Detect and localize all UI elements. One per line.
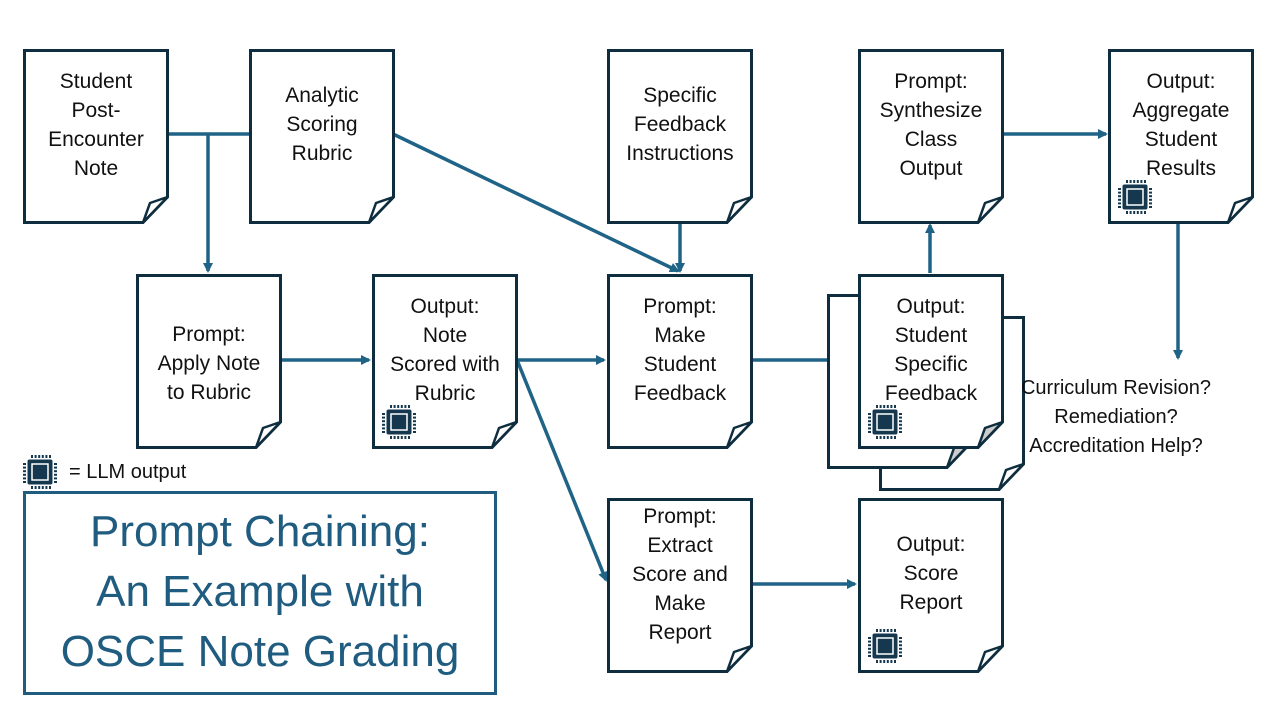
chip-icon <box>23 455 57 489</box>
chip-icon <box>382 405 416 439</box>
doc-label: Prompt: Apply Note to Rubric <box>157 323 261 404</box>
doc-output-note-scored: Output: Note Scored with Rubric <box>372 274 518 449</box>
doc-label: Specific Feedback Instructions <box>626 84 734 165</box>
arrow-scored-to-extract <box>515 359 608 582</box>
doc-prompt-synthesize: Prompt: Synthesize Class Output <box>858 49 1004 224</box>
doc-prompt-make-feedback: Prompt: Make Student Feedback <box>607 274 753 449</box>
doc-student-note: Student Post- Encounter Note <box>23 49 169 224</box>
outcome-questions: Curriculum Revision? Remediation? Accred… <box>1020 377 1212 457</box>
doc-label: Output: Student Specific Feedback <box>884 295 978 405</box>
doc-output-score-report: Output: Score Report <box>858 498 1004 673</box>
doc-label: Student Post- Encounter Note <box>48 70 144 180</box>
chip-icon <box>868 405 902 439</box>
doc-label: Output: Note Scored with Rubric <box>390 295 500 405</box>
page-title: Prompt Chaining: An Example with OSCE No… <box>60 507 460 676</box>
doc-output-aggregate: Output: Aggregate Student Results <box>1108 49 1254 224</box>
doc-label: Output: Aggregate Student Results <box>1132 70 1230 180</box>
doc-prompt-extract-score: Prompt: Extract Score and Make Report <box>607 498 753 673</box>
chip-icon <box>1118 180 1152 214</box>
doc-label: Analytic Scoring Rubric <box>285 84 359 165</box>
title-box: Prompt Chaining: An Example with OSCE No… <box>23 491 497 695</box>
doc-prompt-apply-note: Prompt: Apply Note to Rubric <box>136 274 282 449</box>
doc-label: Prompt: Synthesize Class Output <box>879 70 983 180</box>
doc-label: Prompt: Extract Score and Make Report <box>632 505 728 644</box>
legend: = LLM output <box>23 455 186 489</box>
chip-icon <box>868 629 902 663</box>
arrow-rubric-to-feedback <box>392 132 680 273</box>
doc-scoring-rubric: Analytic Scoring Rubric <box>249 49 395 224</box>
doc-label: Output: Score Report <box>896 533 966 614</box>
legend-label: = LLM output <box>69 460 187 483</box>
doc-label: Prompt: Make Student Feedback <box>633 295 727 405</box>
doc-feedback-instructions: Specific Feedback Instructions <box>607 49 753 224</box>
doc-output-student-feedback: Output: Student Specific Feedback <box>858 274 1004 449</box>
